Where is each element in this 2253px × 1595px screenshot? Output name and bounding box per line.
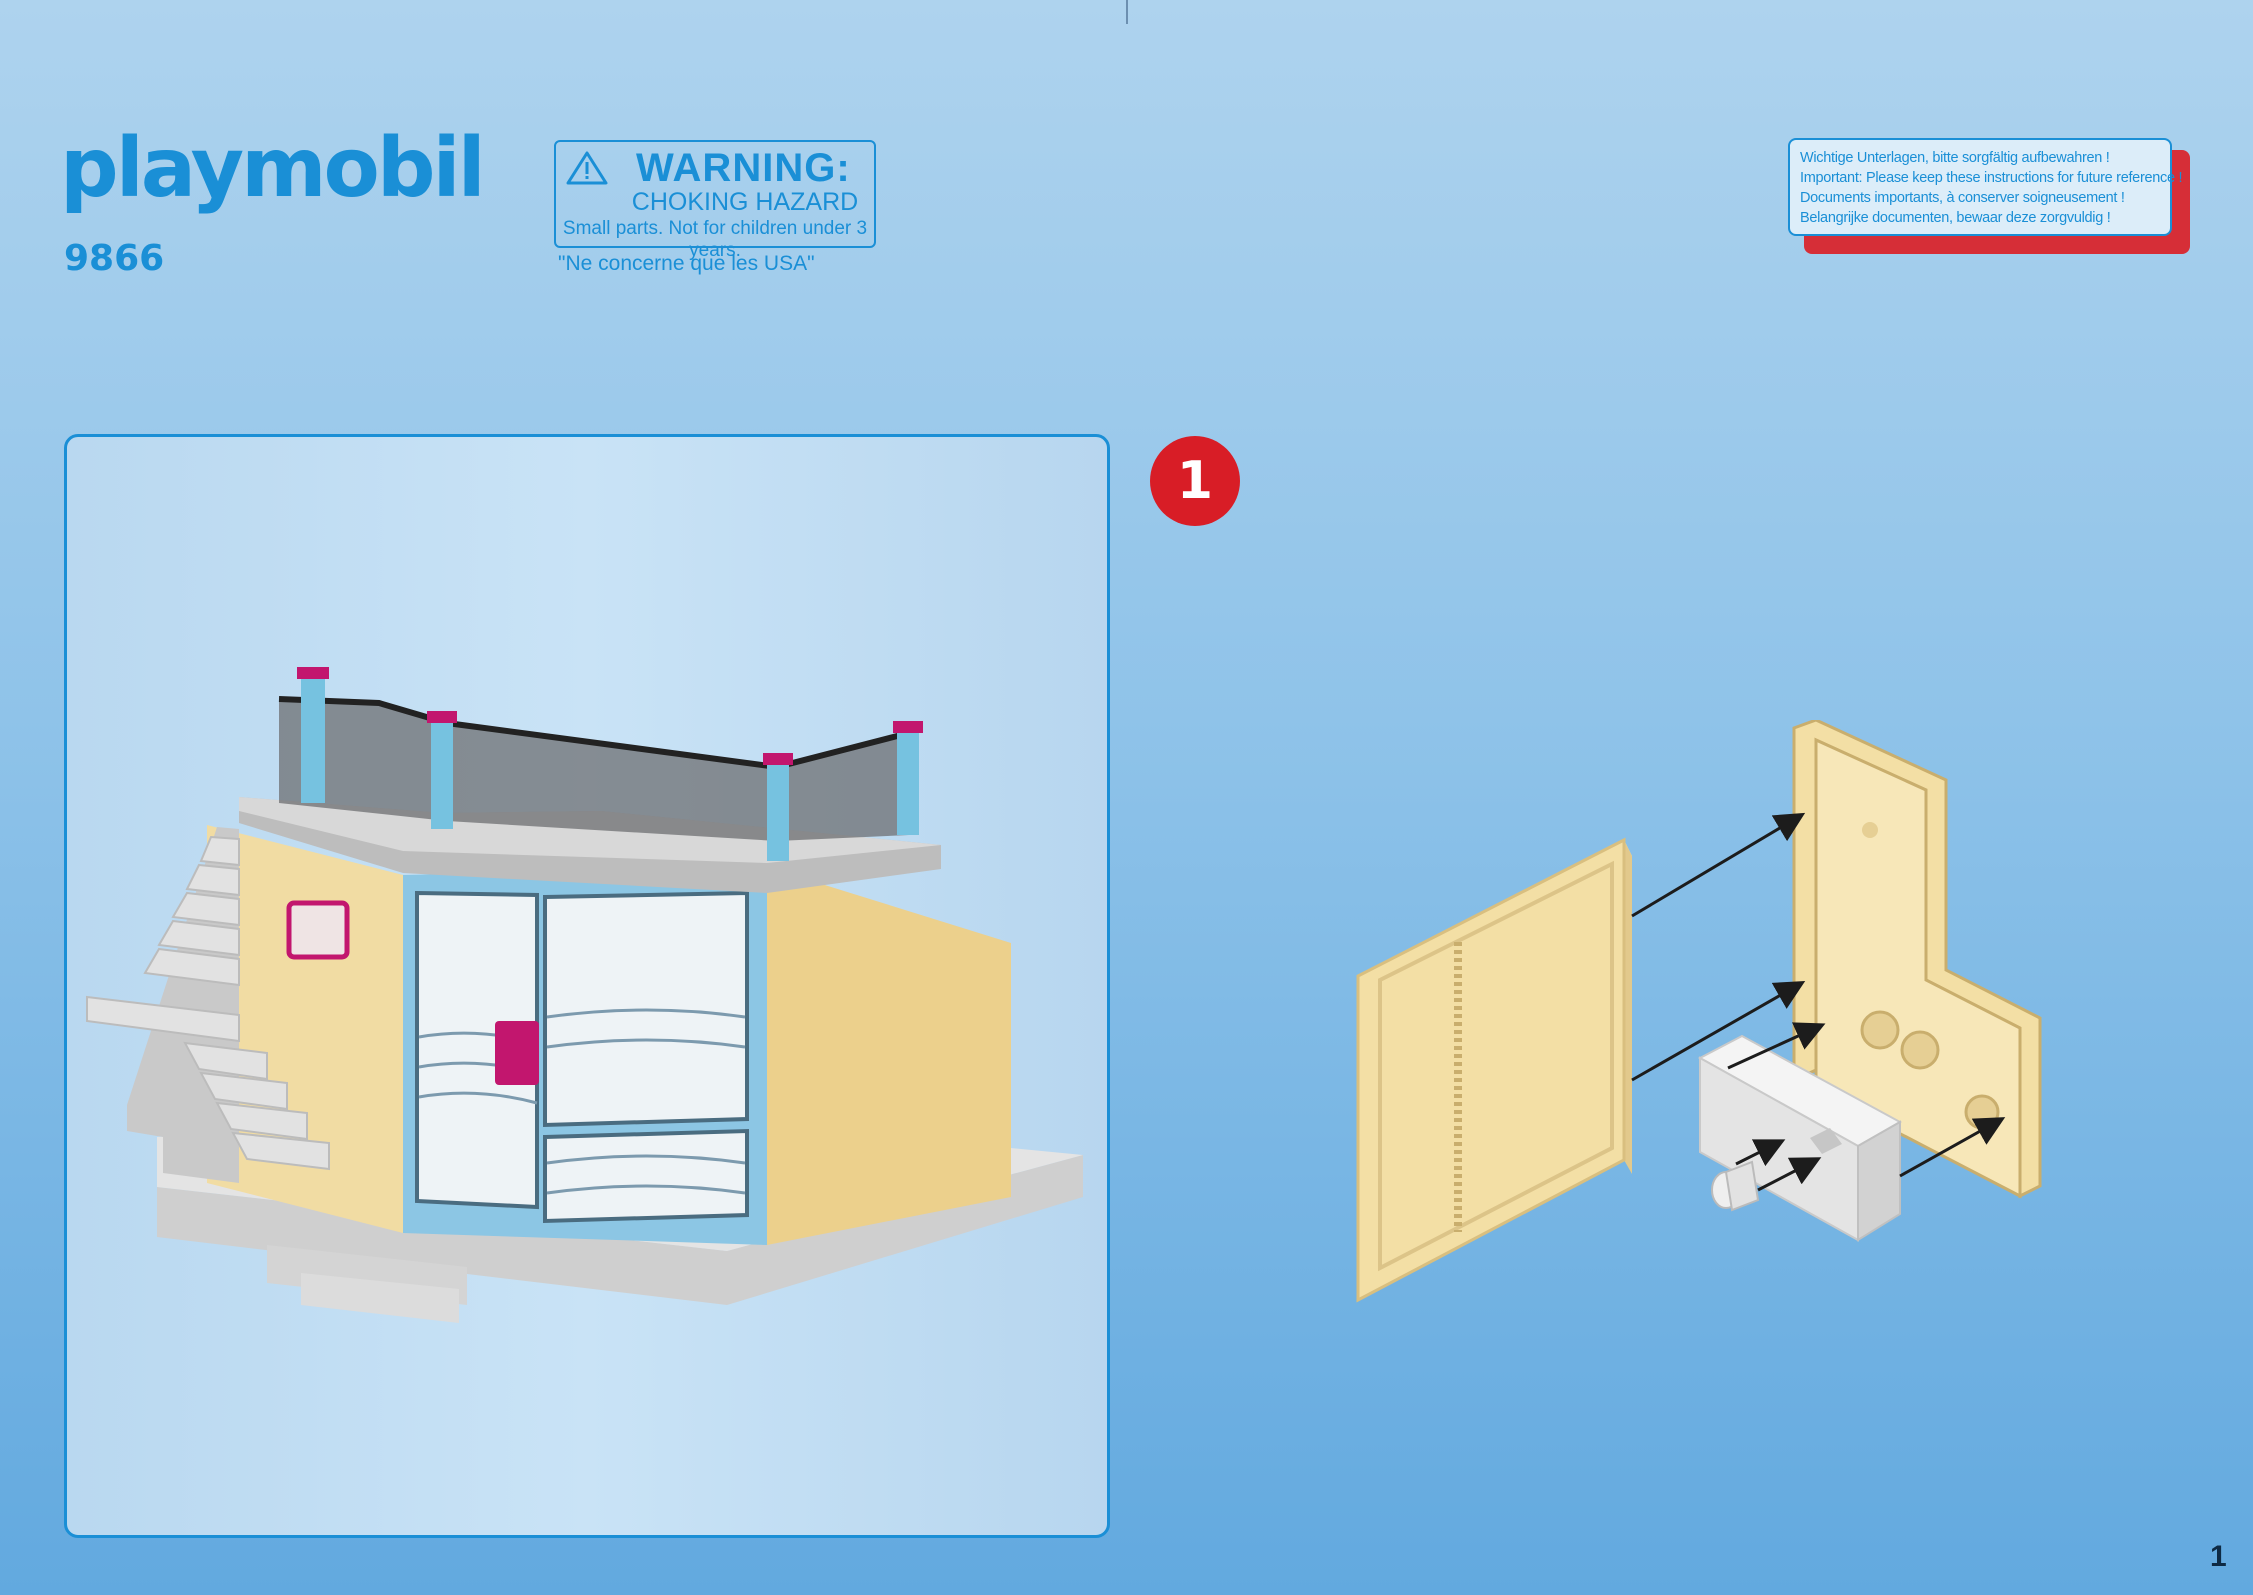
finished-building-illustration <box>86 667 1083 1323</box>
set-number: 9866 <box>64 238 165 279</box>
warning-subtitle: CHOKING HAZARD <box>631 188 859 216</box>
warning-title: WARNING: <box>636 146 851 190</box>
keep-notice-box: Wichtige Unterlagen, bitte sorgfältig au… <box>1788 138 2183 236</box>
small-peg-part <box>1711 1160 1760 1212</box>
step-number-badge: 1 <box>1150 436 1240 526</box>
playmobil-logo: playmobil <box>60 121 486 216</box>
fold-line <box>1126 0 1128 24</box>
warning-text: Small parts. Not for children under 3 ye… <box>562 218 868 261</box>
page-number: 1 <box>2210 1540 2227 1573</box>
keep-notice-line-de: Wichtige Unterlagen, bitte sorgfältig au… <box>1800 150 2110 166</box>
choking-warning-box: WARNING: CHOKING HAZARD Small parts. Not… <box>554 140 876 261</box>
finished-model-panel <box>64 434 1110 1538</box>
assembly-step-illustration <box>1356 720 2042 1303</box>
keep-notice-line-nl: Belangrijke documenten, bewaar deze zorg… <box>1800 210 2111 226</box>
keep-notice-line-fr: Documents importants, à conserver soigne… <box>1800 190 2125 206</box>
usa-note: "Ne concerne que les USA" <box>558 252 815 275</box>
warning-triangle-icon <box>566 151 608 185</box>
keep-notice-line-en: Important: Please keep these instruction… <box>1800 170 2183 186</box>
wall-panel-part <box>1356 837 1632 1303</box>
